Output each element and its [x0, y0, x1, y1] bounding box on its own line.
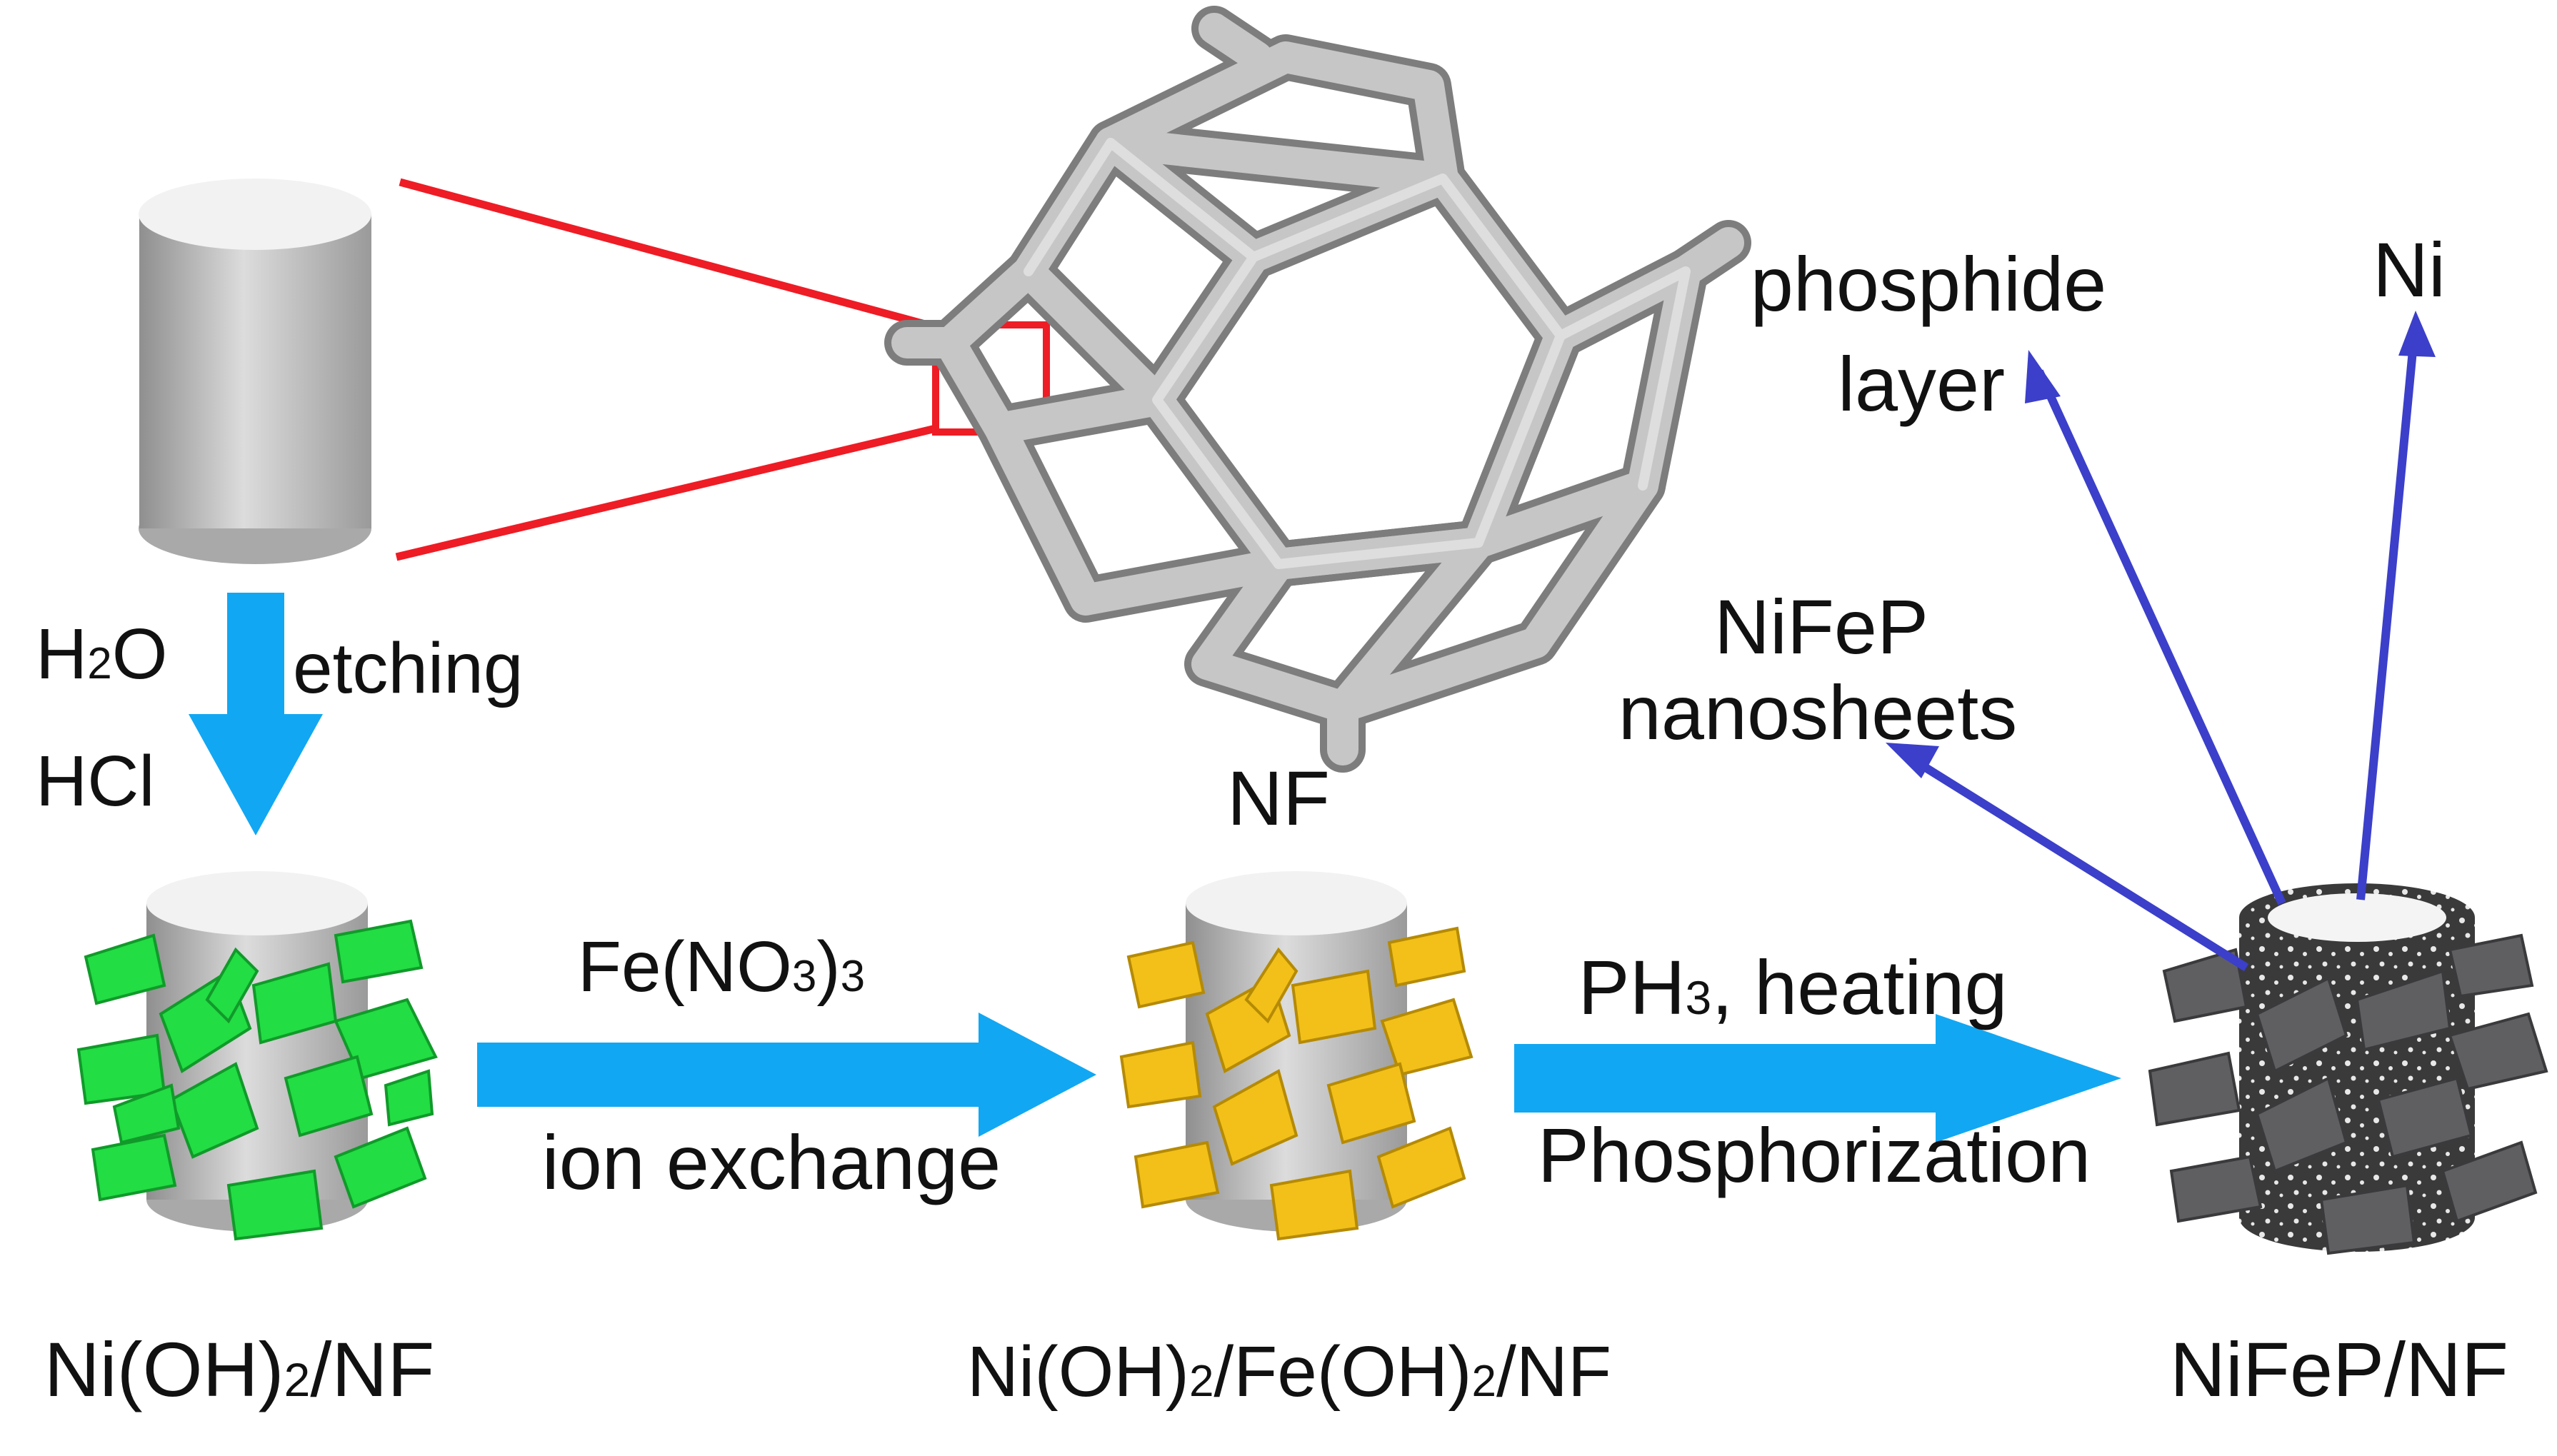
pointer-arrowhead-phosphide — [2025, 350, 2061, 403]
label-nioh2-feoh2-nf: Ni(OH)2/Fe(OH)2/NF — [967, 1332, 1611, 1412]
label-nifep-nf: NiFeP/NF — [2170, 1326, 2508, 1412]
s2-subscript: 2 — [1189, 1357, 1214, 1406]
label-layer: layer — [1838, 341, 2005, 427]
label-nanosheets: nanosheets — [1618, 669, 2017, 755]
s2-prefix: Ni(OH) — [967, 1332, 1189, 1412]
s2-subscript-2: 2 — [1472, 1357, 1496, 1406]
s2-mid: /Fe(OH) — [1214, 1332, 1471, 1412]
s1-prefix: Ni(OH) — [44, 1326, 284, 1412]
h2o-prefix: H — [36, 614, 87, 694]
label-h2o: H2O — [36, 614, 168, 694]
fe-prefix: Fe(NO — [578, 927, 792, 1007]
fe-close: ) — [816, 927, 840, 1007]
label-ion-exchange: ion exchange — [542, 1119, 1001, 1205]
label-nf: NF — [1227, 755, 1330, 841]
label-etching: etching — [293, 628, 523, 708]
zoom-line-bottom — [395, 424, 937, 561]
s1-suffix: /NF — [310, 1326, 434, 1412]
pointer-arrows — [1886, 311, 2436, 972]
label-ph3-heating: PH3, heating — [1578, 944, 2007, 1030]
right-arrow-ion-exchange — [477, 1013, 1096, 1137]
label-nifep: NiFeP — [1714, 583, 1928, 670]
ph-suffix: , heating — [1711, 944, 2007, 1030]
pointer-arrowhead-nanosheets — [1886, 743, 1939, 778]
nioh2-feoh2-nf-cylinder — [1119, 871, 1473, 1241]
yellow-nanosheets — [1119, 926, 1473, 1241]
gray-nanosheets — [2148, 933, 2548, 1255]
s1-subscript: 2 — [284, 1353, 311, 1406]
ph-prefix: PH — [1578, 944, 1685, 1030]
label-phosphorization: Phosphorization — [1538, 1112, 2091, 1198]
label-nioh2-nf: Ni(OH)2/NF — [44, 1326, 435, 1412]
s2-suffix: /NF — [1496, 1332, 1611, 1412]
pointer-arrowhead-ni — [2398, 311, 2436, 357]
label-phosphide: phosphide — [1751, 241, 2106, 327]
label-hcl: HCl — [36, 741, 155, 821]
green-nanosheets — [76, 919, 438, 1241]
h2o-subscript: 2 — [87, 639, 111, 688]
right-arrow-phosphorization — [1514, 1014, 2121, 1143]
zoom-line-top — [399, 178, 937, 331]
nickel-foam-cylinder — [139, 179, 371, 564]
nifep-nf-cylinder — [2148, 883, 2548, 1255]
ph-subscript: 3 — [1685, 971, 1711, 1024]
nickel-foam-structure — [884, 6, 1751, 773]
label-ni: Ni — [2373, 226, 2446, 313]
label-fe-no3: Fe(NO3)3 — [578, 927, 865, 1007]
h2o-suffix: O — [112, 614, 168, 694]
fe-subscript-2: 3 — [841, 952, 865, 1001]
down-arrow — [189, 593, 323, 835]
nioh2-nf-cylinder — [76, 871, 438, 1241]
fe-subscript: 3 — [792, 952, 816, 1001]
